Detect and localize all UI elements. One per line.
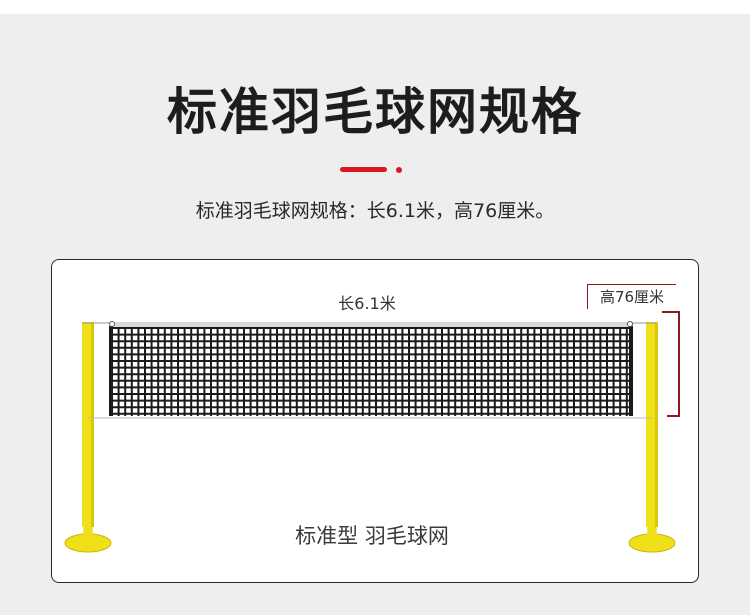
net-right-ring (627, 321, 633, 327)
height-dimension-bracket (662, 311, 680, 417)
net-mesh (111, 327, 630, 416)
net-left-edge (109, 326, 113, 416)
title-accent-bar (340, 167, 387, 172)
left-post-pole-shade (91, 322, 94, 527)
length-label: 长6.1米 (338, 294, 396, 313)
net-top-band (112, 322, 630, 328)
net-left-ring (109, 321, 115, 327)
product-name: 标准型 羽毛球网 (295, 524, 449, 548)
net-right-edge (629, 326, 633, 416)
right-post-pole-shade (655, 322, 658, 527)
net-diagram-card: 长6.1米 高76厘米 标准型 羽毛球网 (51, 259, 699, 583)
spec-description: 标准羽毛球网规格：长6.1米，高76厘米。 (195, 200, 555, 222)
top-strip (0, 0, 750, 14)
title-accent-dot (396, 167, 402, 173)
page-title: 标准羽毛球网规格 (167, 83, 583, 141)
net-illustration (64, 284, 680, 553)
height-label: 高76厘米 (587, 284, 676, 309)
